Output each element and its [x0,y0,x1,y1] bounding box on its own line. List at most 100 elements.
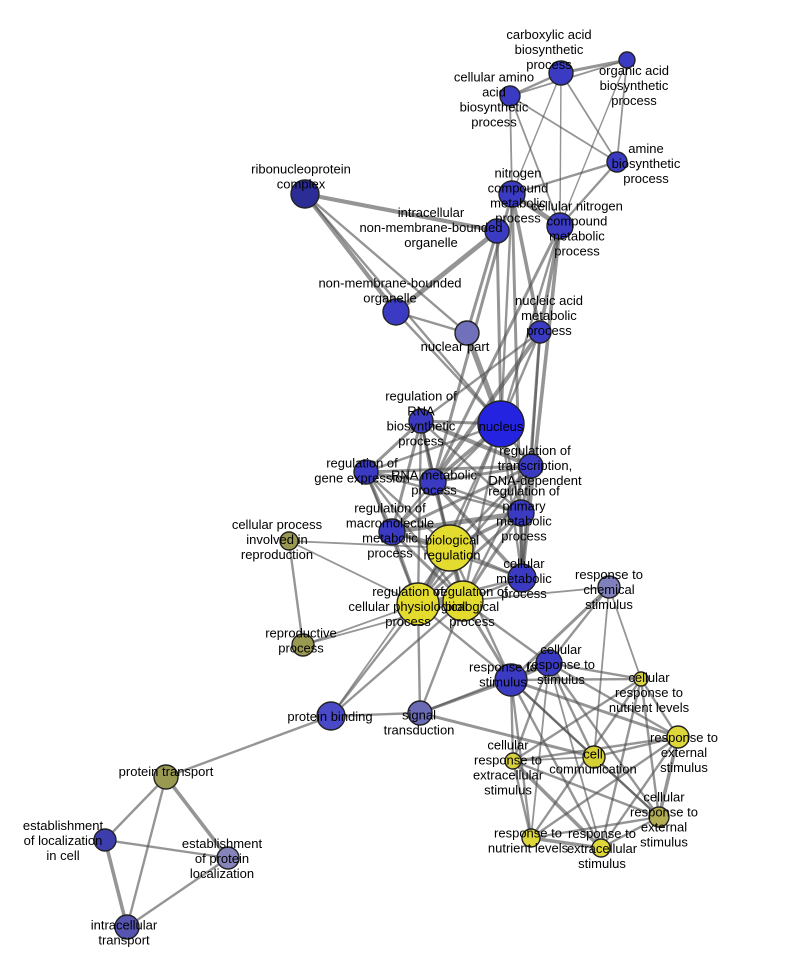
graph-edge-respStim-respExtracell [509,678,603,850]
graph-node-nonMembOrganelle[interactable] [382,298,410,326]
graph-edge-intracellOrganelle-nonMembOrganelle [393,228,500,315]
graph-node-nitrogenComp[interactable] [498,180,526,208]
graph-edge-nucleus-regMacromolMetab [390,422,503,534]
graph-node-intracellTransport[interactable] [114,914,140,940]
graph-edge-aminoAcid-cellNitrogen [509,95,561,227]
graph-edge-cellRespNutrient-cellRespExternal [639,677,661,819]
graph-edge-cellRespExtracell-respExtracell [511,759,603,850]
graph-node-respStim[interactable] [494,663,528,697]
graph-node-cellRespStim[interactable] [535,649,563,677]
graph-node-respNutrient[interactable] [521,828,541,848]
graph-node-cellRespExternal[interactable] [648,806,670,828]
graph-node-organicAcid[interactable] [618,51,636,69]
graph-node-carboxylic[interactable] [548,60,574,86]
graph-edge-amine-nitrogenComp [510,160,619,196]
graph-edge-signalTransduction-proteinBinding [329,711,422,718]
graph-node-cellNitrogen[interactable] [546,212,574,240]
graph-node-rnaMetab[interactable] [419,468,447,496]
graph-edge-respChemStim-respStim [509,585,611,682]
graph-node-respExtracell[interactable] [591,838,611,858]
graph-node-cellRespNutrient[interactable] [633,671,649,687]
graph-edge-proteinTransport-estProtLoc [164,775,230,860]
graph-edge-rnp-nonMembOrganelle [302,191,399,315]
graph-node-respChemStim[interactable] [597,575,621,599]
graph-edge-intracellOrganelle-nucleus [495,229,503,426]
graph-edge-proteinTransport-intracellTransport [125,775,168,929]
graph-node-respExternal[interactable] [666,725,690,749]
graph-node-cellProcRepro[interactable] [279,531,299,551]
graph-edge-nucleicAcid-regTranscription [529,330,542,468]
graph-edge-cellNitrogen-nucleus [499,224,562,426]
graph-node-regPrimaryMetab[interactable] [507,499,535,527]
graph-node-label-proteinBinding: protein binding [287,709,372,724]
graph-node-reproProc[interactable] [291,633,315,657]
graph-edge-rnp-nuclearPart [303,192,469,335]
graph-node-nuclearPart[interactable] [454,320,480,346]
graph-edge-cellRespExtracell-respNutrient [511,759,533,840]
graph-edge-bioRegulation-proteinBinding [330,547,451,717]
graph-edge-cellProcRepro-reproProc [287,539,305,647]
graph-node-regGeneExpr[interactable] [353,459,379,485]
graph-edge-cellRespExtracell-cellRespExternal [511,759,661,819]
graph-edge-organicAcid-cellNitrogen [559,59,628,227]
graph-node-signalTransduction[interactable] [407,700,433,726]
graph-edge-respChemStim-cellRespStim [547,585,611,665]
graph-node-regTranscription[interactable] [518,453,544,479]
graph-node-aminoAcid[interactable] [499,85,521,107]
graph-edge-cellProcRepro-bioRegulation [288,540,451,549]
graph-edge-cellComm-cellRespExternal [592,755,661,819]
graph-edge-aminoAcid-nitrogenComp [509,95,513,195]
graph-node-proteinBinding[interactable] [316,701,346,731]
graph-edge-rnaMetab-cellMetab [431,480,524,580]
graph-edge-cellComm-cellRespExtracell [512,756,595,762]
graph-node-intracellOrganelle[interactable] [484,218,510,244]
graph-edge-estLocCell-intracellTransport [103,838,129,929]
graph-edge-cellRespExternal-respExtracell [599,815,661,850]
graph-edge-regRnaBiosynth-regCellPhysProc [416,419,423,606]
graph-node-nucleus[interactable] [477,400,525,448]
graph-node-cellMetab[interactable] [507,563,537,593]
graph-edge-cellNitrogen-rnaMetab [431,224,562,484]
graph-node-regBioProc[interactable] [442,580,484,622]
graph-node-nucleicAcid[interactable] [528,320,552,344]
graph-node-estLocCell[interactable] [93,828,117,852]
graph-node-cellComm[interactable] [582,745,606,769]
graph-node-regCellPhysProc[interactable] [396,582,440,626]
graph-node-regMacromolMetab[interactable] [378,518,406,546]
graph-edge-respNutrient-respExtracell [529,836,603,850]
graph-node-label-nuclearPart: nuclear part [421,339,490,354]
graph-edge-organicAcid-amine [616,59,628,163]
graph-node-cellRespExtracell[interactable] [504,752,522,770]
graph-node-estProtLoc[interactable] [216,846,240,870]
graph-node-amine[interactable] [606,151,628,173]
graph-node-rnp[interactable] [290,179,320,209]
graph-edge-estProtLoc-intracellTransport [125,856,230,929]
graph-node-regRnaBiosynth[interactable] [408,408,434,434]
graph-edge-nucleus-cellMetab [499,422,524,580]
graph-edge-proteinBinding-proteinTransport [164,714,333,779]
graph-node-bioRegulation[interactable] [426,524,474,572]
graph-edge-cellRespExternal-respNutrient [529,815,661,840]
graph-node-proteinTransport[interactable] [153,764,179,790]
